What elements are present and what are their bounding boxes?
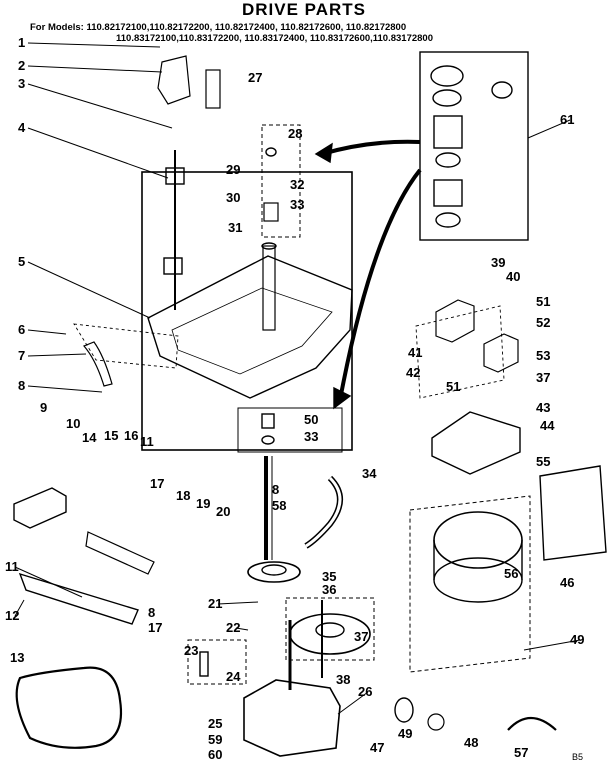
- callout-59: 59: [208, 732, 222, 747]
- callout-leader: [27, 385, 103, 393]
- base-plate: [147, 255, 353, 399]
- drawing-code: B5: [572, 752, 584, 762]
- callout-42: 42: [406, 365, 420, 380]
- callout-16: 16: [124, 428, 138, 443]
- callout-28: 28: [288, 126, 302, 141]
- callout-3: 3: [18, 76, 25, 91]
- diagram-title: DRIVE PARTS: [241, 0, 367, 19]
- callout-31: 31: [228, 220, 242, 235]
- callout-27: 27: [248, 70, 262, 85]
- callout-35: 35: [322, 569, 336, 584]
- callout-43: 43: [536, 400, 550, 415]
- callout-11: 11: [5, 559, 19, 574]
- callout-32: 32: [290, 177, 304, 192]
- callout-60: 60: [208, 747, 222, 762]
- callout-leader: [27, 329, 67, 335]
- callout-21: 21: [208, 596, 222, 611]
- callout-30: 30: [226, 190, 240, 205]
- callout-2: 2: [18, 58, 25, 73]
- callout-leader: [27, 261, 151, 319]
- callout-52: 52: [536, 315, 550, 330]
- callout-22: 22: [226, 620, 240, 635]
- callout-38: 38: [336, 672, 350, 687]
- callout-44: 44: [540, 418, 555, 433]
- callout-49: 49: [398, 726, 412, 741]
- callout-57: 57: [514, 745, 528, 760]
- callout-47: 47: [370, 740, 384, 755]
- callout-51: 51: [536, 294, 550, 309]
- callout-leader: [27, 42, 161, 48]
- callout-29: 29: [226, 162, 240, 177]
- callout-55: 55: [536, 454, 550, 469]
- callout-leader: [235, 627, 249, 631]
- callout-12: 12: [5, 608, 19, 623]
- callout-7: 7: [18, 348, 25, 363]
- callout-25: 25: [208, 716, 222, 731]
- callout-56: 56: [504, 566, 518, 581]
- callout-leader: [14, 599, 25, 617]
- callout-leader: [14, 566, 83, 598]
- callout-14: 14: [82, 430, 97, 445]
- callout-41: 41: [408, 345, 422, 360]
- callout-46: 46: [560, 575, 574, 590]
- callout-leader: [217, 601, 259, 605]
- callout-17: 17: [150, 476, 164, 491]
- callout-8: 8: [148, 605, 155, 620]
- center-post: [262, 245, 276, 331]
- drive-motor: [433, 511, 523, 569]
- callout-36: 36: [322, 582, 336, 597]
- parts-kit-box: [419, 51, 529, 241]
- callout-37: 37: [536, 370, 550, 385]
- callout-leader: [27, 83, 173, 129]
- callout-9: 9: [40, 400, 47, 415]
- callout-39: 39: [491, 255, 505, 270]
- model-list-line-2: 110.83172100,110.83172200, 110.83172400,…: [116, 33, 434, 44]
- callout-6: 6: [18, 322, 25, 337]
- callout-33: 33: [304, 429, 318, 444]
- callout-leader: [27, 65, 163, 73]
- callout-11: 11: [140, 434, 154, 449]
- callout-13: 13: [10, 650, 24, 665]
- callout-50: 50: [304, 412, 318, 427]
- callout-leader: [523, 639, 581, 651]
- callout-leader: [527, 119, 571, 139]
- callout-61: 61: [560, 112, 574, 127]
- callout-49: 49: [570, 632, 584, 647]
- callout-37: 37: [354, 629, 368, 644]
- transmission: [243, 679, 341, 757]
- callout-23: 23: [184, 643, 198, 658]
- callout-48: 48: [464, 735, 478, 750]
- callout-1: 1: [18, 35, 25, 50]
- callout-40: 40: [506, 269, 520, 284]
- callout-8: 8: [18, 378, 25, 393]
- callout-8: 8: [272, 482, 279, 497]
- callout-19: 19: [196, 496, 210, 511]
- model-list-line-1: For Models: 110.82172100,110.82172200, 1…: [30, 22, 407, 33]
- callout-leader: [337, 691, 369, 715]
- callout-26: 26: [358, 684, 372, 699]
- callout-5: 5: [18, 254, 25, 269]
- callout-10: 10: [66, 416, 80, 431]
- callout-18: 18: [176, 488, 190, 503]
- callout-leader: [27, 127, 169, 179]
- callout-58: 58: [272, 498, 286, 513]
- model-list: For Models: 110.82172100,110.82172200, 1…: [30, 22, 433, 44]
- callout-51: 51: [446, 379, 460, 394]
- callout-34: 34: [362, 466, 377, 481]
- callout-53: 53: [536, 348, 550, 363]
- base-assembly-box: [141, 171, 353, 451]
- callout-4: 4: [18, 120, 26, 135]
- drive-belt: [15, 666, 122, 749]
- callout-24: 24: [226, 669, 241, 684]
- callout-33: 33: [290, 197, 304, 212]
- callout-leader: [27, 353, 87, 357]
- callout-20: 20: [216, 504, 230, 519]
- callout-17: 17: [148, 620, 162, 635]
- callout-15: 15: [104, 428, 118, 443]
